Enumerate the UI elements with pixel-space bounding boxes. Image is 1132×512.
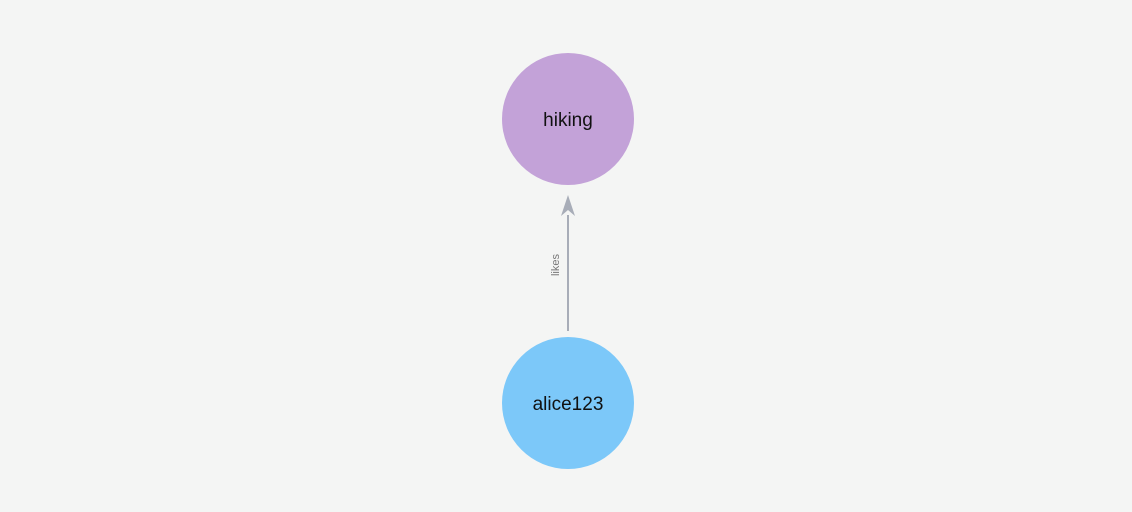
node-hiking-circle[interactable] <box>502 53 634 185</box>
node-hiking[interactable]: hiking <box>502 53 634 185</box>
node-alice123-circle[interactable] <box>502 337 634 469</box>
node-alice123[interactable]: alice123 <box>502 337 634 469</box>
edge-label: likes <box>550 254 562 277</box>
edge-alice123-likes-hiking[interactable]: likes <box>550 195 575 331</box>
arrowhead-icon <box>561 195 575 216</box>
node-alice123-label: alice123 <box>533 394 604 415</box>
node-hiking-label: hiking <box>543 110 593 131</box>
